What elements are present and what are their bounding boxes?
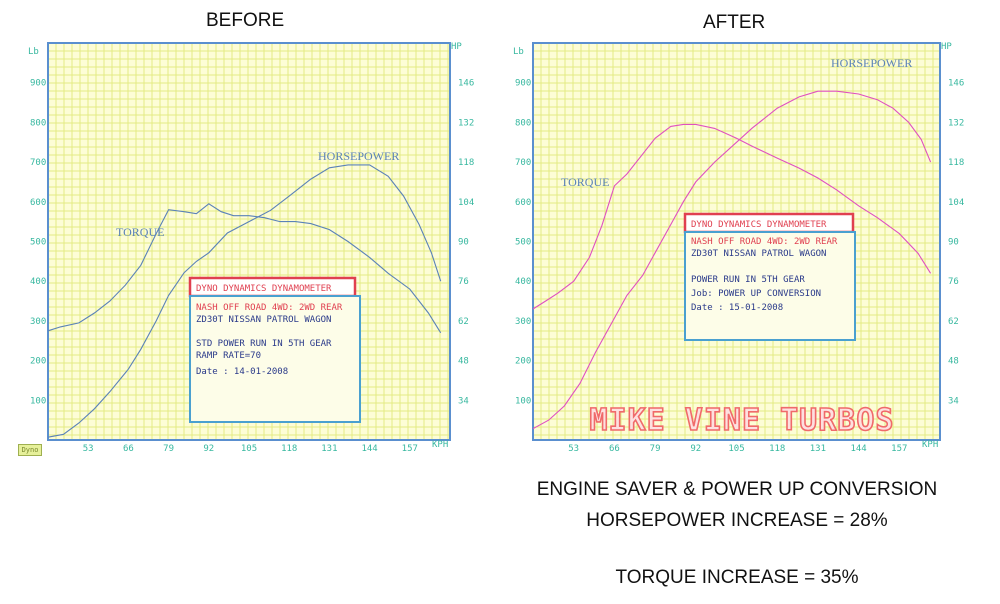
before-info-box-title: DYNO DYNAMICS DYNAMOMETER (196, 284, 332, 294)
before-y2-tick-label: 48 (458, 357, 469, 367)
after-info-line-3: POWER RUN IN 5TH GEAR (691, 275, 805, 285)
before-y2-tick-label: 118 (458, 158, 474, 168)
after-y-tick-label: 800 (515, 118, 531, 128)
after-info-line-2: ZD30T NISSAN PATROL WAGON (691, 249, 826, 259)
before-x-tick-label: 131 (321, 444, 337, 454)
before-info-line-3: STD POWER RUN IN 5TH GEAR (196, 339, 332, 349)
before-y2-tick-label: 146 (458, 79, 474, 89)
after-y2-tick-label: 90 (948, 238, 959, 248)
after-x-tick-label: 53 (568, 444, 579, 454)
before-torque-label: TORQUE (116, 225, 164, 239)
after-x-tick-label: 118 (769, 444, 785, 454)
after-y-axis-label: Lb (513, 47, 524, 57)
dyno-badge: Dyno (18, 444, 42, 456)
before-info-line-4: RAMP RATE=70 (196, 351, 261, 361)
before-y-tick-label: 500 (30, 238, 46, 248)
after-info-box (684, 231, 856, 341)
after-info-box-title: DYNO DYNAMICS DYNAMOMETER (691, 220, 827, 230)
before-grid (48, 43, 450, 440)
after-y-tick-label: 400 (515, 277, 531, 287)
after-y2-axis-label: HP (941, 42, 952, 52)
after-y2-tick-label: 104 (948, 198, 964, 208)
summary-conversion: ENGINE SAVER & POWER UP CONVERSION (536, 479, 938, 500)
before-info-line-2: ZD30T NISSAN PATROL WAGON (196, 315, 331, 325)
before-x-tick-label: 144 (361, 444, 377, 454)
after-y2-tick-label: 132 (948, 118, 964, 128)
before-y-tick-label: 700 (30, 158, 46, 168)
before-x-axis-label: KPH (432, 440, 448, 450)
after-torque-label: TORQUE (561, 175, 609, 189)
before-x-tick-label: 79 (163, 444, 174, 454)
before-y-tick-label: 200 (30, 357, 46, 367)
summary-torque-increase: TORQUE INCREASE = 35% (615, 567, 859, 588)
after-grid (533, 43, 940, 440)
before-y-axis-label: Lb (28, 47, 39, 57)
before-y2-tick-label: 62 (458, 317, 469, 327)
after-y2-tick-label: 118 (948, 158, 964, 168)
after-y-tick-label: 900 (515, 79, 531, 89)
after-y-tick-label: 600 (515, 198, 531, 208)
after-x-tick-label: 66 (609, 444, 620, 454)
before-x-tick-label: 118 (281, 444, 297, 454)
summary-horsepower-increase: HORSEPOWER INCREASE = 28% (586, 510, 888, 531)
before-torque-curve (47, 203, 442, 334)
after-horsepower-curve (532, 90, 932, 430)
after-y-tick-label: 700 (515, 158, 531, 168)
after-y-tick-label: 500 (515, 238, 531, 248)
after-y2-tick-label: 62 (948, 317, 959, 327)
before-x-tick-label: 66 (123, 444, 134, 454)
after-x-axis-label: KPH (922, 440, 938, 450)
before-x-tick-label: 53 (83, 444, 94, 454)
after-torque-curve (532, 123, 932, 310)
after-info-line-1: NASH OFF ROAD 4WD: 2WD REAR (691, 237, 838, 247)
before-horsepower-curve (47, 164, 442, 438)
before-info-line-1: NASH OFF ROAD 4WD: 2WD REAR (196, 303, 343, 313)
before-y2-tick-label: 104 (458, 198, 474, 208)
before-y-tick-label: 400 (30, 277, 46, 287)
after-heading: AFTER (703, 12, 766, 33)
before-y2-axis-label: HP (451, 42, 462, 52)
after-info-line-5: Date : 15-01-2008 (691, 303, 783, 313)
before-x-tick-label: 157 (402, 444, 418, 454)
after-plot-border (532, 42, 941, 441)
after-x-tick-label: 144 (850, 444, 866, 454)
after-y2-tick-label: 146 (948, 79, 964, 89)
after-y2-tick-label: 76 (948, 277, 959, 287)
before-y2-tick-label: 90 (458, 238, 469, 248)
before-y-tick-label: 100 (30, 396, 46, 406)
after-horsepower-label: HORSEPOWER (831, 56, 912, 70)
before-y2-tick-label: 34 (458, 396, 469, 406)
before-y-tick-label: 300 (30, 317, 46, 327)
after-y-tick-label: 300 (515, 317, 531, 327)
after-info-line-4: Job: POWER UP CONVERSION (691, 289, 821, 299)
before-x-tick-label: 105 (241, 444, 257, 454)
before-heading: BEFORE (206, 10, 285, 31)
before-y2-tick-label: 76 (458, 277, 469, 287)
after-x-tick-label: 157 (891, 444, 907, 454)
after-y-tick-label: 200 (515, 357, 531, 367)
before-x-tick-label: 92 (203, 444, 214, 454)
before-horsepower-label: HORSEPOWER (318, 149, 399, 163)
after-y-tick-label: 100 (515, 396, 531, 406)
after-x-tick-label: 79 (650, 444, 661, 454)
after-y2-tick-label: 48 (948, 357, 959, 367)
before-info-box (189, 295, 361, 423)
after-x-tick-label: 92 (690, 444, 701, 454)
after-y2-tick-label: 34 (948, 396, 959, 406)
before-y-tick-label: 600 (30, 198, 46, 208)
before-y2-tick-label: 132 (458, 118, 474, 128)
mike-vine-turbos-logo: MIKE VINE TURBOS (590, 403, 895, 438)
before-plot-border (47, 42, 451, 441)
after-x-tick-label: 131 (810, 444, 826, 454)
before-y-tick-label: 800 (30, 118, 46, 128)
before-info-line-5: Date : 14-01-2008 (196, 367, 288, 377)
before-y-tick-label: 900 (30, 79, 46, 89)
after-x-tick-label: 105 (728, 444, 744, 454)
